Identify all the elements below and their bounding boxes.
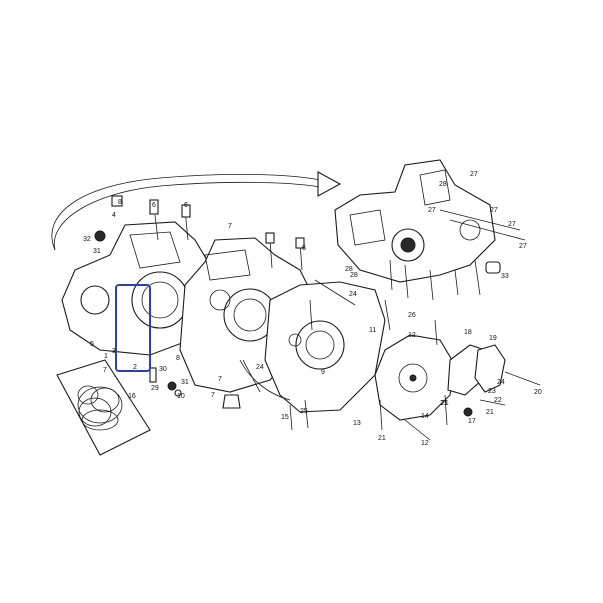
callout-label: 6 — [152, 202, 156, 209]
callout-label: 32 — [83, 236, 91, 243]
clutch-cover — [264, 279, 386, 413]
ignition-cover — [374, 334, 456, 421]
callout-label: 11 — [369, 327, 376, 334]
callout-label: 9 — [321, 369, 325, 376]
callout-label: 16 — [128, 393, 136, 400]
callout-label: 2 — [133, 364, 137, 371]
callout-label: 21 — [440, 400, 448, 407]
callout-label: 5 — [90, 341, 94, 348]
callout-label: 27 — [508, 221, 516, 228]
callout-label: 12 — [408, 332, 416, 339]
callout-label: 29 — [151, 385, 159, 392]
callout-label: 24 — [497, 379, 505, 386]
bolts-lower — [289, 299, 448, 441]
callout-label: 4 — [112, 212, 116, 219]
callout-label: 18 — [464, 329, 472, 336]
callout-label: 15 — [281, 414, 289, 421]
callout-label: 25 — [300, 408, 308, 415]
callout-label: 31 — [93, 248, 101, 255]
callout-label: 12 — [421, 440, 429, 447]
callout-label: 24 — [349, 291, 357, 298]
callout-label: 8 — [176, 355, 180, 362]
callout-label: 28 — [439, 181, 447, 188]
small-parts-bottom — [149, 359, 291, 401]
callout-label: 31 — [181, 379, 189, 386]
callout-label: 7 — [211, 392, 215, 399]
callout-label: 28 — [345, 266, 353, 273]
callout-label: 33 — [501, 273, 509, 280]
callout-label: 7 — [228, 223, 232, 230]
assembled-crankcase — [334, 159, 526, 283]
callout-label: 27 — [490, 207, 498, 214]
callout-label: 21 — [441, 400, 449, 407]
callout-label: 27 — [519, 243, 527, 250]
callout-label: 27 — [428, 207, 436, 214]
highlighted-part-2-box — [115, 284, 151, 372]
callout-label: 21 — [378, 435, 386, 442]
callout-label: 21 — [486, 409, 494, 416]
callout-label: 13 — [353, 420, 361, 427]
bolts-upper-right — [389, 259, 481, 301]
callout-label: 7 — [103, 367, 107, 374]
callout-labels: 6 8 4 32 31 7 6 5 7 16 1 3 2 30 29 31 10… — [83, 171, 542, 447]
callout-label: 17 — [468, 418, 476, 425]
callout-label: 8 — [118, 199, 122, 206]
callout-label: 28 — [350, 272, 358, 279]
callout-label: 3 — [112, 348, 116, 355]
gasket-set — [56, 359, 151, 456]
callout-label: 22 — [494, 397, 502, 404]
callout-label: 6 — [184, 202, 188, 209]
callout-label: 26 — [408, 312, 416, 319]
callout-label: 30 — [159, 366, 167, 373]
small-covers-right — [447, 344, 541, 417]
callout-label: 1 — [104, 353, 108, 360]
callout-label: 24 — [256, 364, 264, 371]
callout-label: 19 — [489, 335, 497, 342]
callout-label: 23 — [488, 388, 496, 395]
callout-label: 27 — [470, 171, 478, 178]
callout-label: 7 — [218, 376, 222, 383]
callout-label: 20 — [534, 389, 542, 396]
callout-label: 14 — [421, 413, 429, 420]
callout-label: 10 — [177, 393, 185, 400]
callout-label: 6 — [302, 245, 306, 252]
assembly-arrow — [51, 171, 342, 251]
